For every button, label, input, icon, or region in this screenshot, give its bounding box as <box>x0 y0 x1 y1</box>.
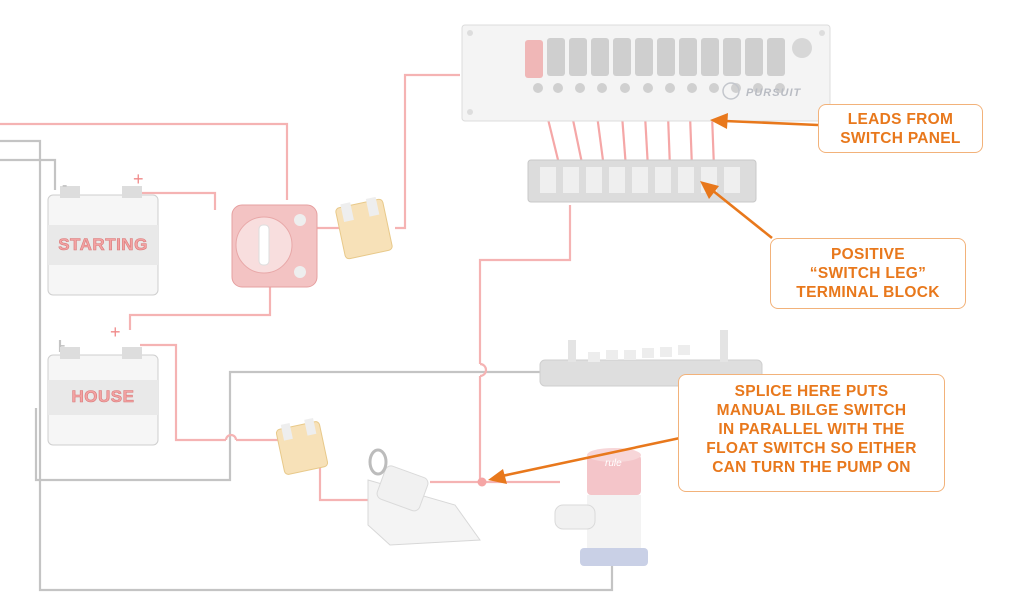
callout-line: TERMINAL BLOCK <box>796 284 940 301</box>
switch-panel: PURSUIT <box>461 24 831 122</box>
callout-line: “SWITCH LEG” <box>809 265 927 282</box>
callout-arrows <box>488 113 819 484</box>
terminal-block-callout: POSITIVE “SWITCH LEG” TERMINAL BLOCK <box>770 238 966 309</box>
callout-line: SWITCH PANEL <box>840 130 961 147</box>
battery-selector-switch-icon <box>231 204 318 288</box>
callout-line: FLOAT SWITCH SO EITHER <box>706 440 917 457</box>
bilge-pump-icon: rule <box>554 448 648 566</box>
starting-battery-label: STARTING <box>58 235 148 254</box>
callout-line: SPLICE HERE PUTS <box>734 383 889 400</box>
house-plus-terminal: + <box>110 322 121 342</box>
switch-panel-leads <box>545 114 716 169</box>
starting-battery-icon: STARTING - + <box>47 169 159 296</box>
callout-line: MANUAL BILGE SWITCH <box>716 402 907 419</box>
house-minus-terminal: - <box>60 337 65 354</box>
splice-point <box>477 477 487 487</box>
house-battery-label: HOUSE <box>72 387 135 406</box>
pump-brand: rule <box>605 458 622 469</box>
splice-callout: SPLICE HERE PUTS MANUAL BILGE SWITCH IN … <box>678 374 945 492</box>
callout-line: LEADS FROM <box>847 111 954 128</box>
inline-fuse-icon <box>275 418 329 475</box>
leads-from-switch-panel-callout: LEADS FROM SWITCH PANEL <box>818 104 983 153</box>
terminal-block-icon <box>527 159 757 203</box>
positive-wires <box>0 73 572 502</box>
switch-panel-brand: PURSUIT <box>746 87 802 99</box>
float-switch-icon <box>367 448 481 546</box>
house-battery-icon: HOUSE - + <box>47 322 159 446</box>
callout-line: CAN TURN THE PUMP ON <box>712 459 911 476</box>
starting-plus-terminal: + <box>133 169 144 189</box>
callout-line: POSITIVE <box>831 246 905 263</box>
callout-line: IN PARALLEL WITH THE <box>718 421 905 438</box>
blade-fuse-icon <box>335 196 393 260</box>
starting-minus-terminal: - <box>62 177 67 194</box>
